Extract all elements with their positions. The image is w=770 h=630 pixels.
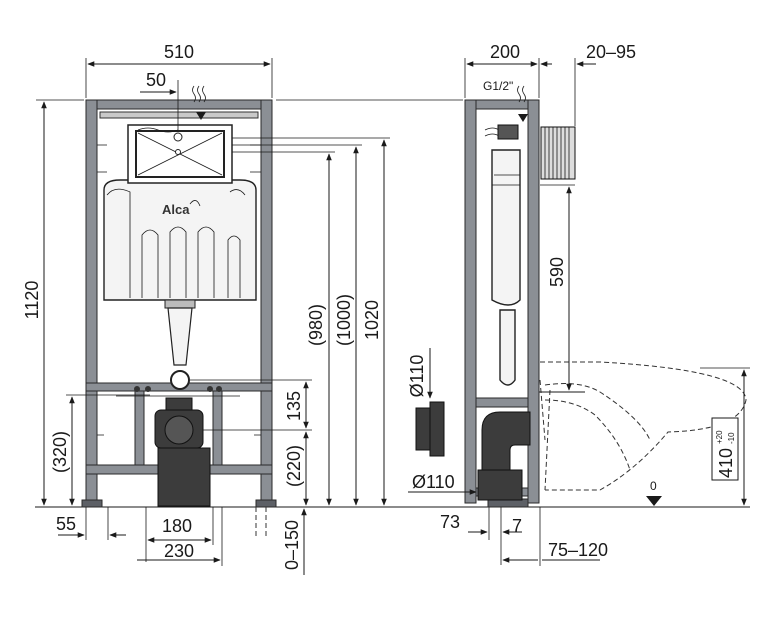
flush-outlet — [170, 370, 190, 390]
frame-brace-right — [212, 390, 223, 466]
dim-410-tol-plus: +20 — [715, 430, 724, 444]
dim-410-tol-minus: -10 — [727, 432, 736, 444]
dim-180: 180 — [162, 516, 192, 536]
cistern-ribs — [141, 226, 241, 298]
dim-pipe-110-bottom: Ø110 — [412, 472, 455, 492]
dim-depth-200: 200 — [490, 42, 520, 62]
flush-pipe — [164, 299, 196, 309]
dim-height-1120: 1120 — [22, 281, 42, 320]
dim-55: 55 — [56, 514, 76, 534]
side-frame-front — [527, 99, 540, 504]
foot-right — [255, 499, 277, 508]
side-frame-middle — [475, 397, 529, 408]
foot-left — [81, 499, 103, 508]
frame-right-leg — [260, 99, 273, 504]
dim-pipe-110-top: Ø110 — [407, 355, 427, 398]
flush-pipe-body — [167, 307, 193, 366]
dim-410-box — [711, 417, 739, 481]
side-flush-pipe — [499, 309, 516, 386]
dim-75-120: 75–120 — [548, 540, 608, 560]
dim-320: (320) — [50, 431, 70, 473]
frame-brace-left — [134, 390, 145, 466]
side-cistern — [491, 149, 521, 306]
thread-size: G1/2" — [483, 79, 513, 93]
side-frame-back — [464, 99, 477, 504]
dim-height-980: (980) — [306, 304, 326, 346]
dim-230: 230 — [164, 541, 194, 561]
bracket-rail — [99, 111, 259, 119]
dim-220: (220) — [284, 445, 304, 487]
side-view: 200 20–95 G1/2" 590 410 +20 -10 0 Ø110 Ø… — [276, 42, 750, 566]
dim-height-1000: (1000) — [334, 294, 354, 346]
dim-offset-50: 50 — [146, 70, 166, 90]
brand-logo: Alca — [162, 202, 190, 217]
cistern-tank — [103, 179, 257, 301]
dim-590: 590 — [547, 257, 567, 287]
frame-top-bar — [85, 99, 273, 110]
dim-410: 410 — [716, 448, 736, 478]
zero-level-label: 0 — [650, 479, 657, 493]
dim-7: 7 — [512, 516, 522, 536]
cistern-cap — [106, 188, 246, 298]
front-view: Alca — [22, 42, 390, 575]
water-inlet-marker — [173, 132, 183, 142]
brand-swoosh — [189, 200, 201, 207]
dim-height-1020: 1020 — [362, 300, 382, 340]
dim-0-150: 0–150 — [282, 520, 302, 570]
water-inlet-icon — [192, 85, 206, 103]
dim-135: 135 — [284, 391, 304, 421]
side-water-inlet-icon — [517, 85, 526, 103]
flush-plate-inner — [135, 130, 225, 178]
zero-level-marker — [646, 496, 662, 506]
side-plate-box — [540, 126, 576, 180]
drain-outlet — [157, 447, 211, 507]
dim-width-510: 510 — [164, 42, 194, 62]
frame-left-leg — [85, 99, 98, 504]
dim-73: 73 — [440, 512, 460, 532]
dim-20-95: 20–95 — [586, 42, 636, 62]
toilet-bowl-outline — [540, 361, 747, 491]
